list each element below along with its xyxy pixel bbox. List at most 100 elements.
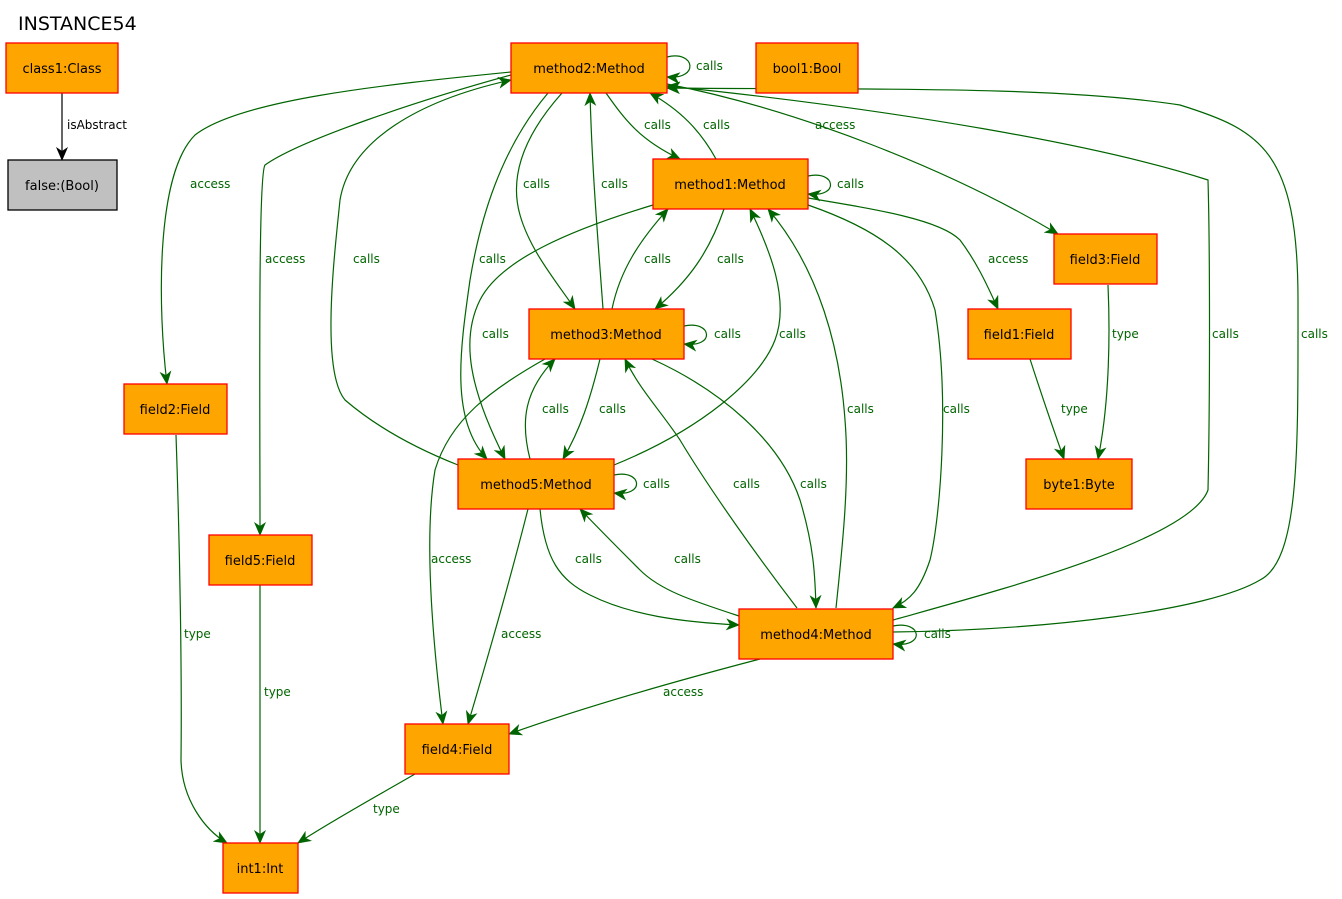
edge-label-method2-method5: calls bbox=[479, 252, 506, 266]
node-field1[interactable]: field1:Field bbox=[967, 308, 1072, 360]
node-method1[interactable]: method1:Method bbox=[652, 158, 809, 210]
edge-label-method1-self: calls bbox=[837, 177, 864, 191]
edge-method4-self bbox=[892, 624, 917, 652]
edge-method5-self bbox=[613, 473, 638, 501]
node-byte1[interactable]: byte1:Byte bbox=[1025, 458, 1133, 510]
edge-method4-method3 bbox=[624, 358, 798, 609]
edge-label-field5-int1: type bbox=[264, 685, 291, 699]
edge-method3-method4 bbox=[651, 358, 822, 609]
edge-field1-byte1 bbox=[1029, 358, 1066, 460]
edge-method4-method1 bbox=[767, 208, 848, 609]
edge-method4-method2-outer bbox=[666, 82, 1299, 633]
node-field5[interactable]: field5:Field bbox=[208, 534, 313, 586]
edge-label-method5-method3: calls bbox=[542, 402, 569, 416]
node-field3[interactable]: field3:Field bbox=[1053, 233, 1158, 285]
edge-label-method2-method3: calls bbox=[523, 177, 550, 191]
edge-method5-method2 bbox=[330, 76, 512, 466]
edge-label-method1-method5: calls bbox=[482, 327, 509, 341]
edge-method4-method5 bbox=[579, 508, 740, 617]
edge-label-method1-method4: calls bbox=[943, 402, 970, 416]
node-field4[interactable]: field4:Field bbox=[404, 723, 510, 775]
edge-label-method1-method3: calls bbox=[717, 252, 744, 266]
edge-label-method1-field1: access bbox=[988, 252, 1028, 266]
edge-label-method3-method4: calls bbox=[800, 477, 827, 491]
edge-method5-method4 bbox=[539, 508, 740, 631]
node-label-method2: method2:Method bbox=[533, 62, 645, 77]
node-method4[interactable]: method4:Method bbox=[738, 608, 894, 660]
edge-method3-field4 bbox=[429, 358, 546, 725]
edge-method3-method5 bbox=[562, 358, 601, 460]
node-method3[interactable]: method3:Method bbox=[528, 308, 685, 360]
edge-label-method4-method1: calls bbox=[847, 402, 874, 416]
edge-label-method4-method5: calls bbox=[674, 552, 701, 566]
edge-method2-method3 bbox=[515, 92, 576, 310]
edge-label-method3-self: calls bbox=[714, 327, 741, 341]
node-int1[interactable]: int1:Int bbox=[222, 842, 299, 894]
node-label-method3: method3:Method bbox=[550, 328, 662, 343]
edge-method4-method2 bbox=[666, 81, 1211, 621]
edge-label-method5-field4: access bbox=[501, 627, 541, 641]
edge-method1-method4 bbox=[807, 204, 944, 609]
node-label-bool1: bool1:Bool bbox=[773, 62, 842, 77]
node-label-field3: field3:Field bbox=[1070, 253, 1141, 268]
edge-label-method2-field3: access bbox=[815, 118, 855, 132]
edge-method5-method1 bbox=[613, 208, 781, 466]
node-bool1[interactable]: bool1:Bool bbox=[755, 42, 859, 94]
edge-method5-method3 bbox=[524, 358, 556, 460]
diagram-title: INSTANCE54 bbox=[18, 13, 137, 35]
node-label-field1: field1:Field bbox=[984, 328, 1055, 343]
edge-method3-method2 bbox=[584, 92, 604, 310]
edge-label-method3-field4: access bbox=[431, 552, 471, 566]
edge-method1-method2 bbox=[649, 92, 717, 160]
edges bbox=[56, 55, 1299, 844]
edge-label-method3-method5: calls bbox=[599, 402, 626, 416]
node-method5[interactable]: method5:Method bbox=[457, 458, 615, 510]
node-label-class1: class1:Class bbox=[22, 62, 101, 77]
edge-label-method4-self: calls bbox=[924, 627, 951, 641]
edge-label-method5-method2: calls bbox=[353, 252, 380, 266]
edge-method3-self bbox=[683, 324, 708, 352]
edge-label-method5-method1: calls bbox=[779, 327, 806, 341]
edge-label-method3-method1: calls bbox=[644, 252, 671, 266]
node-label-byte1: byte1:Byte bbox=[1043, 478, 1114, 493]
edge-method2-method1 bbox=[605, 92, 681, 160]
edge-label-method4-method2: calls bbox=[1212, 327, 1239, 341]
edge-label-field4-int1: type bbox=[373, 802, 400, 816]
edge-label-method1-method2: calls bbox=[703, 118, 730, 132]
edge-label-isabstract: isAbstract bbox=[67, 118, 127, 132]
node-label-int1: int1:Int bbox=[237, 862, 284, 877]
nodes: class1:Class false:(Bool) method2:Method… bbox=[5, 42, 1158, 894]
edge-method3-method1 bbox=[611, 208, 669, 310]
node-false[interactable]: false:(Bool) bbox=[7, 159, 118, 211]
edge-label-method5-self: calls bbox=[643, 477, 670, 491]
edge-label-method3-method2: calls bbox=[601, 177, 628, 191]
node-method2[interactable]: method2:Method bbox=[510, 42, 668, 94]
node-label-method4: method4:Method bbox=[760, 628, 872, 643]
node-label-field4: field4:Field bbox=[422, 743, 493, 758]
edge-label-field2-int1: type bbox=[184, 627, 211, 641]
node-label-method1: method1:Method bbox=[674, 178, 786, 193]
edge-label-field3-byte1: type bbox=[1112, 327, 1139, 341]
edge-method1-method5 bbox=[469, 204, 654, 460]
edge-label-method4-method3: calls bbox=[733, 477, 760, 491]
edge-label-method4-field4: access bbox=[663, 685, 703, 699]
edge-label-method4-method2-outer: calls bbox=[1301, 327, 1328, 341]
edge-method1-self bbox=[807, 174, 832, 202]
edge-field4-int1 bbox=[297, 773, 416, 844]
node-label-field2: field2:Field bbox=[140, 403, 211, 418]
node-label-false: false:(Bool) bbox=[25, 179, 99, 194]
node-label-method5: method5:Method bbox=[480, 478, 592, 493]
edge-label-method2-field2: access bbox=[190, 177, 230, 191]
edge-field3-byte1 bbox=[1094, 284, 1110, 460]
edge-method1-method3 bbox=[654, 208, 725, 310]
node-class1[interactable]: class1:Class bbox=[5, 42, 119, 94]
edge-method2-field2 bbox=[159, 71, 512, 385]
edge-label-method2-method1: calls bbox=[644, 118, 671, 132]
edge-method4-field4 bbox=[508, 658, 761, 736]
edge-method2-field5 bbox=[253, 74, 512, 536]
edge-method2-method5 bbox=[460, 92, 549, 460]
node-field2[interactable]: field2:Field bbox=[123, 383, 228, 435]
edge-labels: isAbstract calls access access calls cal… bbox=[67, 59, 1328, 816]
node-label-field5: field5:Field bbox=[225, 554, 296, 569]
